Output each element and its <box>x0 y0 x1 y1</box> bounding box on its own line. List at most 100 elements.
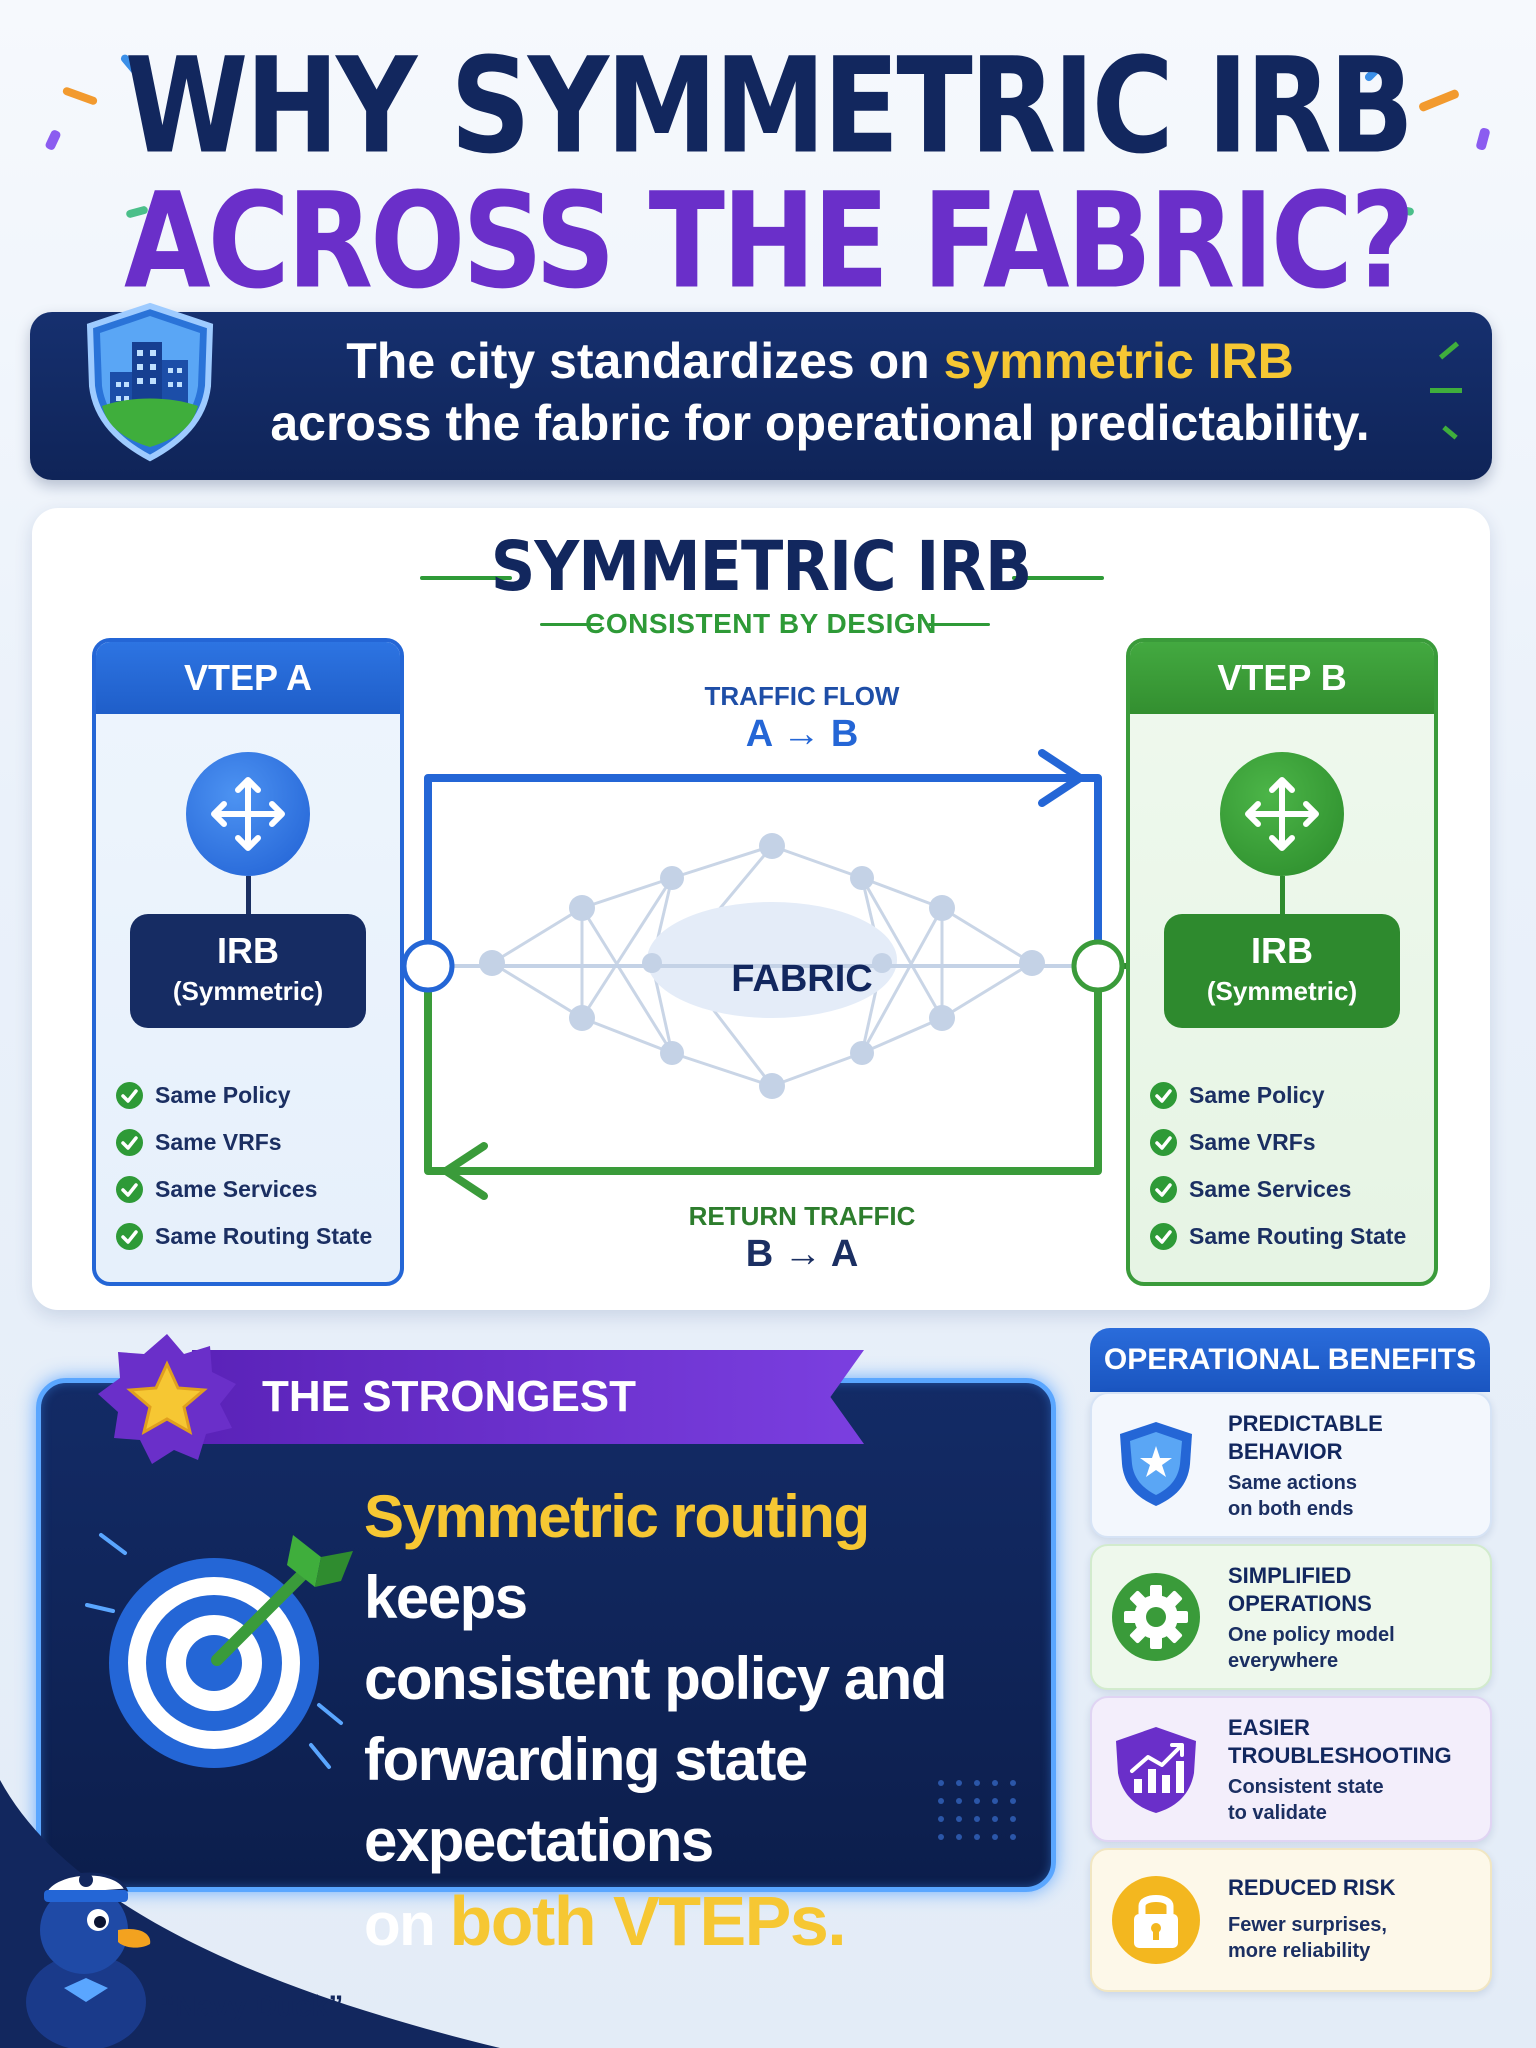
benefit-title: PREDICTABLE BEHAVIOR <box>1228 1410 1383 1466</box>
rationale-text-3: forwarding state expectations <box>364 1726 808 1874</box>
benefit-card-predictable: PREDICTABLE BEHAVIOR Same actions on both … <box>1090 1392 1492 1538</box>
banner-deco <box>1430 388 1462 393</box>
check-icon <box>116 1223 143 1250</box>
irb-label: IRB <box>1251 930 1313 971</box>
check-icon <box>1150 1223 1177 1250</box>
return-traffic-direction: B → A <box>745 1233 859 1275</box>
rationale-text-4: on <box>364 1891 450 1958</box>
check-icon <box>116 1082 143 1109</box>
benefit-title-line1: PREDICTABLE <box>1228 1411 1383 1436</box>
check-item: Same Routing State <box>1150 1213 1406 1260</box>
benefit-desc-line2: everywhere <box>1228 1650 1339 1672</box>
check-label: Same Services <box>1189 1176 1352 1202</box>
return-traffic-arrowhead <box>442 1142 488 1200</box>
subtitle-rule-right <box>928 623 990 626</box>
benefit-desc-line1: Same actions <box>1228 1472 1357 1494</box>
navy-duck-mascot <box>0 1780 500 2048</box>
title-rule-right <box>1012 576 1104 580</box>
irb-mode: (Symmetric) <box>1206 976 1358 1006</box>
irb-box: IRB (Symmetric) <box>1164 914 1400 1028</box>
rationale-highlight-1: Symmetric routing <box>364 1483 870 1550</box>
vtep-b-checklist: Same Policy Same VRFs Same Services Same… <box>1150 1072 1406 1260</box>
city-shield-icon <box>86 302 214 462</box>
check-label: Same VRFs <box>155 1129 282 1155</box>
check-icon <box>1150 1129 1177 1156</box>
lock-icon <box>1112 1876 1200 1964</box>
target-icon <box>85 1533 353 1769</box>
page-title-line2: ACROSS THE FABRIC? <box>123 165 1415 319</box>
vtep-a-checklist: Same Policy Same VRFs Same Services Same… <box>116 1072 372 1260</box>
router-stem <box>1280 876 1285 916</box>
benefit-card-risk: REDUCED RISK Fewer surprises, more reliab… <box>1090 1848 1492 1992</box>
fabric-label: FABRIC <box>731 958 873 1000</box>
check-icon <box>1150 1176 1177 1203</box>
check-item: Same Policy <box>1150 1072 1406 1119</box>
benefit-card-troubleshooting: EASIER TROUBLESHOOTING Consistent state to… <box>1090 1696 1492 1842</box>
banner-highlight: symmetric IRB <box>943 333 1294 389</box>
benefit-desc-line1: One policy model <box>1228 1624 1395 1646</box>
rationale-highlight-2: both VTEPs. <box>449 1882 846 1960</box>
return-traffic-label: RETURN TRAFFIC <box>688 1201 916 1231</box>
rationale-text-2: consistent policy and <box>364 1645 947 1712</box>
vtep-a-title: VTEP A <box>96 642 400 714</box>
vtep-a-panel: VTEP A IRB (Symmetric) Same Policy Same … <box>92 638 404 1286</box>
shield-icon <box>1120 1422 1192 1506</box>
check-item: Same VRFs <box>1150 1119 1406 1166</box>
traffic-flow-path <box>424 774 1102 966</box>
return-traffic-path <box>424 966 1102 1175</box>
rationale-ribbon: THE STRONGEST RATIONALE <box>192 1350 864 1444</box>
router-icon <box>1220 752 1344 876</box>
benefit-title: SIMPLIFIED OPERATIONS <box>1228 1562 1372 1618</box>
subtitle-rule-left <box>540 623 602 626</box>
check-label: Same Policy <box>1189 1082 1325 1108</box>
title-rule-left <box>420 576 512 580</box>
endpoint-b <box>1071 939 1125 993</box>
check-icon <box>116 1129 143 1156</box>
benefit-desc: Consistent state to validate <box>1228 1774 1384 1826</box>
check-item: Same Services <box>116 1166 372 1213</box>
benefit-desc-line2: on both ends <box>1228 1498 1354 1520</box>
fabric-nodes <box>479 833 1045 1099</box>
benefit-desc-line2: to validate <box>1228 1802 1327 1824</box>
benefit-title: EASIER TROUBLESHOOTING <box>1228 1714 1452 1770</box>
rationale-panel <box>36 1378 1056 1892</box>
diagram-card: SYMMETRIC IRB CONSISTENT BY DESIGN <box>32 508 1490 1310</box>
irb-mode: (Symmetric) <box>172 976 324 1006</box>
page-title-line1: WHY SYMMETRIC IRB <box>124 30 1414 184</box>
check-label: Same Services <box>155 1176 318 1202</box>
check-label: Same Routing State <box>155 1223 373 1249</box>
router-stem <box>246 876 251 916</box>
check-item: Same Routing State <box>116 1213 372 1260</box>
benefit-desc: Fewer surprises, more reliability <box>1228 1912 1387 1964</box>
check-item: Same Policy <box>116 1072 372 1119</box>
traffic-flow-direction: A → B <box>745 713 859 755</box>
star-badge-icon <box>98 1334 236 1464</box>
benefit-title-line2: OPERATIONS <box>1228 1591 1372 1616</box>
benefit-desc-line1: Fewer surprises, <box>1228 1914 1387 1936</box>
diagram-title: SYMMETRIC IRB <box>490 526 1033 607</box>
endpoint-a <box>401 939 455 993</box>
check-item: Same Services <box>1150 1166 1406 1213</box>
router-icon <box>186 752 310 876</box>
benefit-title-line1: REDUCED RISK <box>1228 1875 1396 1900</box>
traffic-flow-label: TRAFFIC FLOW <box>704 681 900 711</box>
banner-deco <box>1438 341 1460 360</box>
dots-deco <box>938 1780 1016 1840</box>
banner-text: The city standardizes on symmetric IRB a… <box>240 330 1400 454</box>
benefit-title-line1: EASIER <box>1228 1715 1310 1740</box>
benefits-header: OPERATIONAL BENEFITS <box>1090 1328 1490 1392</box>
flow-diagram <box>362 749 1162 1200</box>
benefit-desc-line1: Consistent state <box>1228 1776 1384 1798</box>
benefit-desc: One policy model everywhere <box>1228 1622 1395 1674</box>
banner-deco <box>1442 425 1458 440</box>
vtep-b-panel: VTEP B IRB (Symmetric) Same Policy Same … <box>1126 638 1438 1286</box>
rationale-ribbon-text: THE STRONGEST RATIONALE <box>262 1372 637 1421</box>
benefit-title-line2: TROUBLESHOOTING <box>1228 1743 1452 1768</box>
check-item: Same VRFs <box>116 1119 372 1166</box>
benefit-desc-line2: more reliability <box>1228 1940 1371 1962</box>
benefit-title-line2: BEHAVIOR <box>1228 1439 1343 1464</box>
benefit-title-line1: SIMPLIFIED <box>1228 1563 1352 1588</box>
banner-text-part1: The city standardizes on <box>346 333 944 389</box>
check-icon <box>1150 1082 1177 1109</box>
check-label: Same VRFs <box>1189 1129 1316 1155</box>
